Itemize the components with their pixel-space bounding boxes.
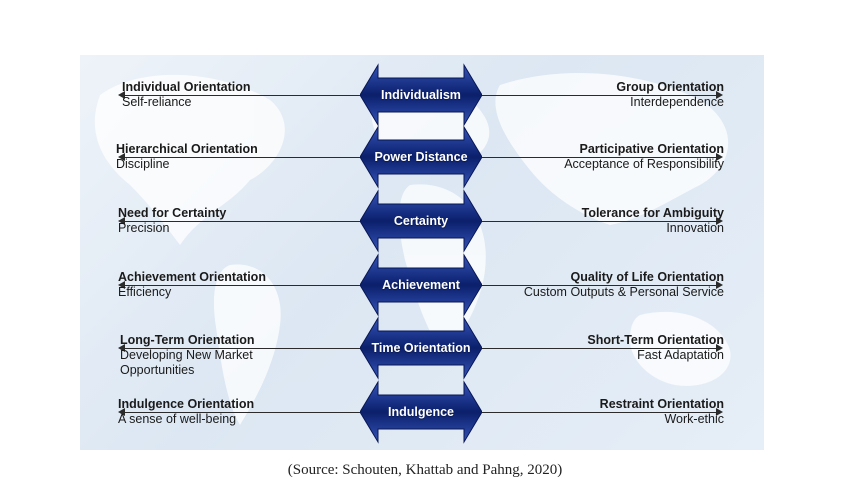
left-pole-description: A sense of well-being: [118, 412, 237, 426]
right-arrowhead-icon: [716, 217, 723, 225]
dimension-badge: Achievement: [360, 253, 482, 317]
right-connector-line: [475, 285, 719, 286]
right-connector-line: [475, 157, 719, 158]
right-arrowhead-icon: [716, 91, 723, 99]
left-arrowhead-icon: [118, 408, 125, 416]
double-arrow-icon: [360, 189, 482, 253]
left-arrowhead-icon: [118, 281, 125, 289]
right-connector-line: [475, 412, 719, 413]
right-arrowhead-icon: [716, 408, 723, 416]
right-connector-line: [475, 221, 719, 222]
double-arrow-icon: [360, 125, 482, 189]
dimension-label: Time Orientation: [371, 341, 471, 355]
double-arrow-icon: [360, 380, 482, 444]
source-caption: (Source: Schouten, Khattab and Pahng, 20…: [287, 462, 563, 478]
right-pole-description: Innovation: [666, 221, 724, 235]
right-pole-description: Acceptance of Responsibility: [564, 157, 724, 171]
left-pole-title: Need for Certainty: [118, 206, 227, 220]
dimension-badge: Time Orientation: [360, 316, 482, 380]
double-arrow-icon: [360, 63, 482, 127]
double-arrow-icon: [360, 316, 482, 380]
right-connector-line: [475, 348, 719, 349]
dimension-label: Power Distance: [374, 150, 468, 164]
left-connector-line: [120, 157, 370, 158]
double-arrow-icon: [360, 253, 482, 317]
left-connector-line: [120, 412, 370, 413]
right-pole-title: Participative Orientation: [579, 142, 724, 156]
right-pole-title: Quality of Life Orientation: [570, 270, 724, 284]
left-pole-description: Precision: [118, 221, 170, 235]
dimension-label: Indulgence: [388, 405, 454, 419]
left-pole-description: Opportunities: [120, 363, 195, 377]
right-pole-title: Short-Term Orientation: [587, 333, 724, 347]
left-arrowhead-icon: [118, 91, 125, 99]
dimension-badge: Power Distance: [360, 125, 482, 189]
right-pole-title: Group Orientation: [616, 80, 724, 94]
left-arrowhead-icon: [118, 344, 125, 352]
right-pole-description: Fast Adaptation: [637, 348, 724, 362]
dimension-badge: Individualism: [360, 63, 482, 127]
dimension-badge: Indulgence: [360, 380, 482, 444]
right-arrowhead-icon: [716, 153, 723, 161]
left-pole-description: Discipline: [116, 157, 170, 171]
right-arrowhead-icon: [716, 344, 723, 352]
right-arrowhead-icon: [716, 281, 723, 289]
left-pole-description: Efficiency: [118, 285, 172, 299]
dimension-label: Certainty: [393, 214, 449, 228]
dimension-badge: Certainty: [360, 189, 482, 253]
left-connector-line: [120, 221, 370, 222]
left-connector-line: [120, 348, 370, 349]
left-pole-title: Individual Orientation: [122, 80, 251, 94]
right-pole-description: Custom Outputs & Personal Service: [523, 285, 724, 299]
left-pole-title: Achievement Orientation: [118, 270, 266, 284]
dimension-label: Individualism: [381, 88, 461, 102]
left-pole-description: Self-reliance: [122, 95, 192, 109]
right-pole-title: Tolerance for Ambiguity: [581, 206, 724, 220]
dimension-label: Achievement: [382, 278, 460, 292]
right-pole-title: Restraint Orientation: [599, 397, 724, 411]
right-pole-description: Interdependence: [630, 95, 724, 109]
left-pole-title: Long-Term Orientation: [120, 333, 255, 347]
left-connector-line: [120, 285, 370, 286]
left-arrowhead-icon: [118, 153, 125, 161]
left-arrowhead-icon: [118, 217, 125, 225]
left-pole-description: Developing New Market: [120, 348, 253, 362]
left-connector-line: [120, 95, 370, 96]
left-pole-title: Indulgence Orientation: [118, 397, 255, 411]
right-connector-line: [475, 95, 719, 96]
right-pole-description: Work-ethic: [664, 412, 724, 426]
left-pole-title: Hierarchical Orientation: [116, 142, 258, 156]
